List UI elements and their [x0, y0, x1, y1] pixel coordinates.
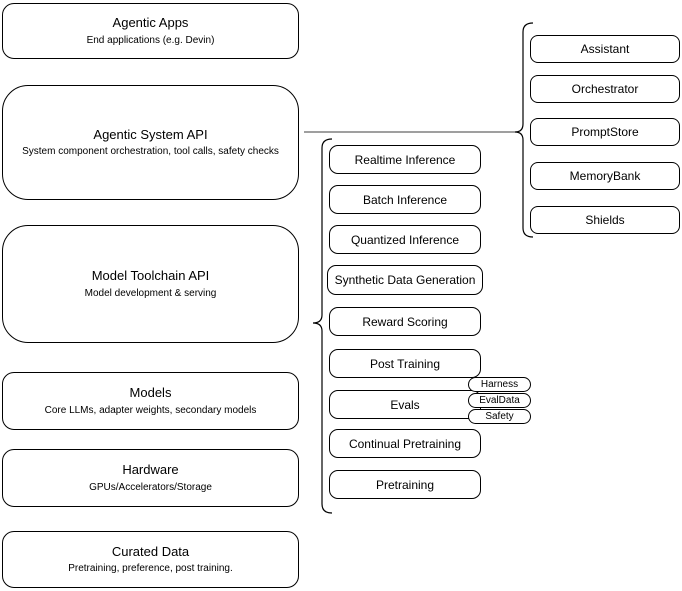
layer-agentic-system-api: Agentic System API System component orch…: [2, 85, 299, 200]
toolchain-item-continual-pretraining: Continual Pretraining: [329, 429, 481, 458]
component-memorybank: MemoryBank: [530, 162, 680, 190]
layer-subtitle: Model development & serving: [84, 287, 217, 299]
toolchain-item-pretraining: Pretraining: [329, 470, 481, 499]
layer-subtitle: System component orchestration, tool cal…: [22, 146, 279, 158]
layer-title: Curated Data: [111, 543, 190, 559]
component-assistant: Assistant: [530, 35, 680, 63]
evals-tag-safety: Safety: [468, 409, 531, 424]
component-orchestrator: Orchestrator: [530, 75, 680, 103]
layer-subtitle: GPUs/Accelerators/Storage: [89, 481, 212, 493]
layer-model-toolchain-api: Model Toolchain API Model development & …: [2, 225, 299, 343]
evals-tag-evaldata: EvalData: [468, 393, 531, 408]
layer-curated-data: Curated Data Pretraining, preference, po…: [2, 531, 299, 588]
layer-agentic-apps: Agentic Apps End applications (e.g. Devi…: [2, 3, 299, 59]
layer-subtitle: Pretraining, preference, post training.: [68, 563, 233, 575]
layer-title: Models: [129, 385, 172, 401]
layer-title: Agentic Apps: [112, 15, 189, 31]
toolchain-item-reward-scoring: Reward Scoring: [329, 307, 481, 336]
layer-hardware: Hardware GPUs/Accelerators/Storage: [2, 449, 299, 507]
toolchain-item-synthetic-data-generation: Synthetic Data Generation: [327, 265, 483, 295]
component-shields: Shields: [530, 206, 680, 234]
toolchain-item-quantized-inference: Quantized Inference: [329, 225, 481, 254]
layer-title: Model Toolchain API: [91, 268, 210, 284]
toolchain-item-evals: Evals: [329, 390, 481, 419]
layer-models: Models Core LLMs, adapter weights, secon…: [2, 372, 299, 430]
layer-subtitle: Core LLMs, adapter weights, secondary mo…: [44, 404, 257, 416]
layer-title: Hardware: [122, 462, 179, 478]
layer-title: Agentic System API: [93, 126, 208, 142]
toolchain-item-post-training: Post Training: [329, 349, 481, 378]
evals-tag-harness: Harness: [468, 377, 531, 392]
toolchain-item-realtime-inference: Realtime Inference: [329, 145, 481, 174]
component-promptstore: PromptStore: [530, 118, 680, 146]
toolchain-item-batch-inference: Batch Inference: [329, 185, 481, 214]
layer-subtitle: End applications (e.g. Devin): [86, 34, 215, 46]
